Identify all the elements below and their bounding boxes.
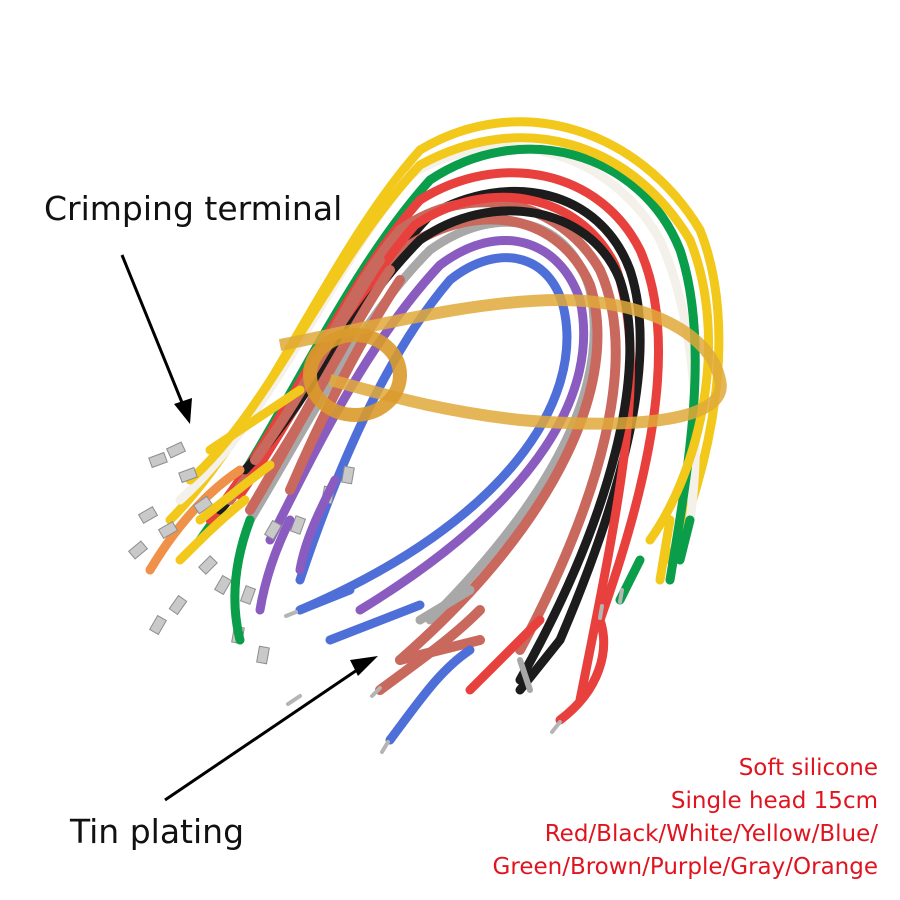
tinned-ends <box>284 515 695 754</box>
tin-plating-label: Tin plating <box>70 812 245 851</box>
annotation-arrows <box>120 254 378 802</box>
wire-purple <box>265 236 589 615</box>
rubber-band <box>278 293 727 430</box>
crimp-arrowhead <box>174 398 192 424</box>
wire-brown-4 <box>265 265 395 475</box>
spec-block: Soft silicone Single head 15cm Red/Black… <box>493 752 878 884</box>
wire-black-2 <box>240 206 635 685</box>
tin-arrow <box>164 666 361 802</box>
wire-orange <box>145 465 245 575</box>
spec-length: Single head 15cm <box>670 788 878 814</box>
crimping-terminal-label: Crimping terminal <box>44 189 343 228</box>
crimp-arrow <box>120 254 185 406</box>
spec-colors-line2: Green/Brown/Purple/Gray/Orange <box>492 854 878 880</box>
tin-arrowhead <box>350 656 378 676</box>
left-wire-ends <box>175 385 340 645</box>
spec-colors-line1: Red/Black/White/Yellow/Blue/ <box>544 821 878 847</box>
spec-material: Soft silicone <box>738 755 878 781</box>
